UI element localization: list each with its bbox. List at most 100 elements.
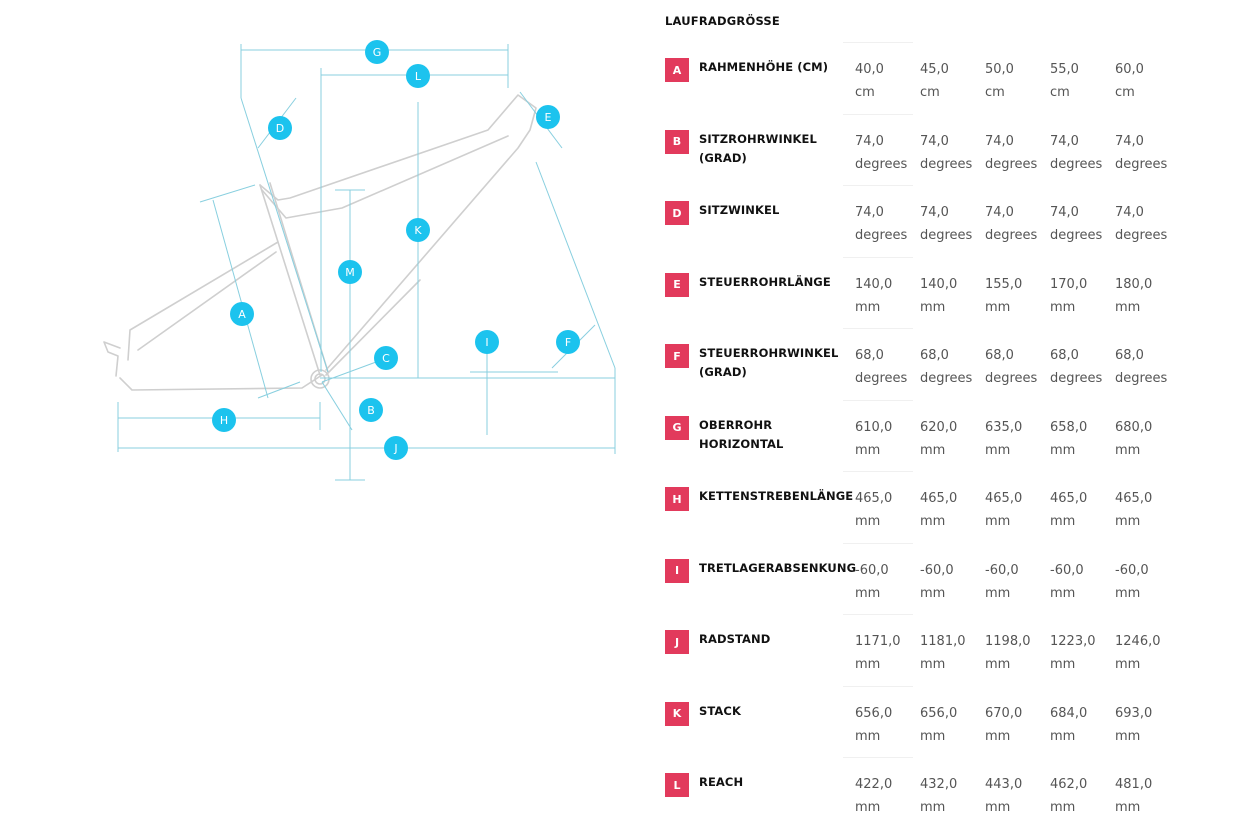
- row-letter: I: [665, 558, 689, 583]
- value-number: 422,0: [855, 777, 893, 792]
- row-divider: [843, 185, 913, 186]
- value-number: 74,0: [855, 205, 884, 220]
- row-label: RAHMENHÖHE (CM): [699, 60, 829, 74]
- row-letter: D: [665, 201, 689, 225]
- row-label: SITZWINKEL: [699, 203, 780, 217]
- value-number: 432,0: [920, 777, 958, 792]
- value-unit: mm: [985, 442, 1011, 458]
- value-number: 74,0: [1050, 133, 1079, 149]
- value-number: -60,0: [1050, 562, 1084, 578]
- value-unit: cm: [985, 85, 1005, 100]
- value-number: 50,0: [985, 62, 1014, 77]
- row-label: OBERROHR HORIZONTAL: [699, 417, 784, 451]
- value-unit: cm: [1050, 85, 1070, 100]
- row-label: REACH: [699, 775, 744, 789]
- value-unit: degrees: [855, 371, 908, 386]
- value-unit: mm: [855, 728, 881, 744]
- row-label: SITZROHRWINKEL (GRAD): [699, 131, 817, 165]
- bike-frame-outline: [103, 94, 537, 391]
- value-unit: mm: [1115, 657, 1141, 672]
- value-number: 465,0: [985, 491, 1023, 506]
- badge-label: C: [382, 352, 390, 365]
- value-number: 180,0: [1115, 276, 1153, 292]
- row-label: KETTENSTREBENLÄNGE: [699, 489, 854, 503]
- badge-label: H: [220, 414, 228, 427]
- badge-e: E: [536, 105, 560, 129]
- row-letter: L: [665, 773, 689, 797]
- value-number: 620,0: [920, 419, 958, 435]
- value-number: 74,0: [1050, 205, 1079, 220]
- dimension-lines: [117, 44, 616, 481]
- value-number: 1246,0: [1115, 634, 1161, 649]
- value-unit: mm: [1050, 442, 1076, 458]
- value-unit: cm: [920, 85, 940, 100]
- value-number: 74,0: [1115, 133, 1144, 149]
- badge-label: E: [545, 111, 552, 124]
- badge-h: H: [212, 408, 236, 432]
- row-letter: G: [665, 415, 689, 440]
- badge-label: B: [367, 404, 375, 417]
- value-unit: mm: [985, 800, 1011, 815]
- value-unit: mm: [855, 585, 881, 601]
- row-letter: F: [665, 344, 689, 368]
- value-number: 68,0: [920, 348, 949, 363]
- value-unit: mm: [1050, 728, 1076, 744]
- value-unit: mm: [985, 657, 1011, 672]
- value-unit: mm: [1115, 442, 1141, 458]
- value-number: -60,0: [985, 562, 1019, 578]
- value-unit: degrees: [855, 228, 908, 243]
- value-number: 140,0: [920, 276, 958, 292]
- row-divider: [843, 757, 913, 758]
- value-number: 55,0: [1050, 62, 1079, 77]
- value-cell: 140,0 mm: [920, 273, 982, 319]
- value-number: 155,0: [985, 276, 1023, 292]
- value-unit: mm: [920, 299, 946, 315]
- value-unit: degrees: [920, 156, 973, 172]
- value-number: 40,0: [855, 62, 884, 77]
- value-unit: degrees: [855, 156, 908, 172]
- badge-c: C: [374, 346, 398, 370]
- value-unit: degrees: [1115, 156, 1168, 172]
- value-unit: mm: [1050, 657, 1076, 672]
- value-number: 1198,0: [985, 634, 1031, 649]
- value-number: 443,0: [985, 777, 1023, 792]
- value-unit: mm: [985, 728, 1011, 744]
- value-number: 68,0: [1115, 348, 1144, 363]
- value-cell: 1246,0 mm: [1115, 630, 1177, 676]
- value-unit: degrees: [1050, 156, 1103, 172]
- row-divider: [843, 614, 913, 615]
- value-number: 170,0: [1050, 276, 1088, 292]
- row-divider: [843, 42, 913, 43]
- value-number: 656,0: [855, 705, 893, 721]
